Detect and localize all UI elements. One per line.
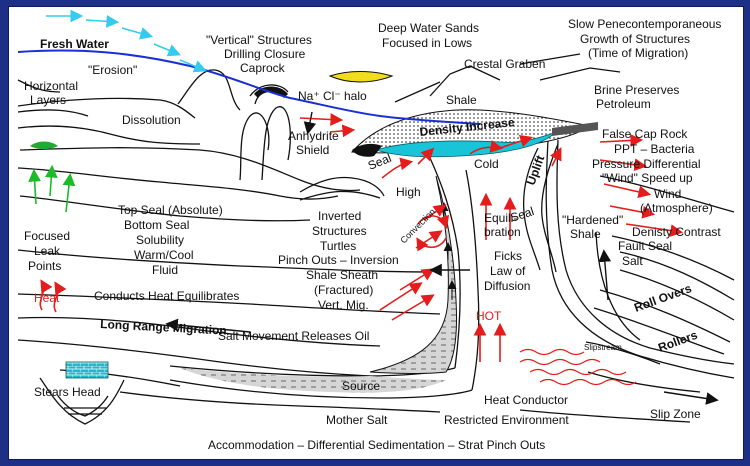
label-long-range: Long Range Migration	[100, 317, 227, 338]
label-wind-speed: "Wind" Speed up	[602, 171, 693, 185]
label-inverted-2: Structures	[312, 224, 367, 238]
label-slipstream: Slipstream	[584, 343, 622, 352]
label-ppt: PPT – Bacteria	[614, 142, 695, 156]
black-arrows	[165, 111, 719, 405]
convection-loop	[416, 214, 450, 252]
anhydrite-shield	[352, 143, 382, 157]
label-hardened-2: Shale	[570, 227, 601, 241]
slipstream-waves	[519, 348, 637, 386]
label-mother-salt: Mother Salt	[326, 413, 388, 427]
label-ficks-1: Ficks	[494, 249, 522, 263]
deep-water-sand	[328, 71, 394, 83]
label-inverted-1: Inverted	[318, 209, 361, 223]
label-warm-cool: Warm/Cool	[134, 248, 194, 262]
label-nacl-halo: Na⁺ Cl⁻ halo	[298, 89, 367, 103]
label-horizontal-1: Horizontal	[24, 79, 78, 93]
label-solubility: Solubility	[136, 233, 184, 247]
label-brine-2: Petroleum	[596, 97, 651, 111]
label-slow-1: Slow Penecontemporaneous	[568, 17, 721, 31]
label-focused-3: Points	[28, 259, 61, 273]
label-deep-water-2: Focused in Lows	[382, 36, 472, 50]
label-convection: Convection	[398, 207, 437, 246]
geology-linework	[17, 53, 735, 425]
label-wind-2: (Atmosphere)	[640, 201, 713, 215]
label-fault-seal-2: Salt	[622, 254, 643, 268]
label-equilibration-2: bration	[484, 225, 521, 239]
label-high: High	[396, 185, 421, 199]
mother-salt-fill	[180, 368, 446, 393]
label-wind-1: Wind	[654, 187, 681, 201]
label-shale-sheath-2: (Fractured)	[314, 283, 373, 297]
label-ficks-2: Law of	[490, 264, 526, 278]
label-shale-sheath-3: Vert. Mig.	[318, 298, 369, 312]
fresh-water-arrows	[46, 9, 207, 73]
label-pressure: Pressure Differential	[592, 157, 701, 171]
label-anhydrite-1: Anhydrite	[288, 129, 339, 143]
label-horizontal-2: Layers	[30, 93, 66, 107]
label-hot: HOT	[476, 309, 502, 323]
label-roll-overs: Roll Overs	[632, 281, 693, 315]
label-dissolution: Dissolution	[122, 113, 181, 127]
label-vertical-3: Caprock	[240, 61, 286, 75]
label-pinch-outs: Pinch Outs – Inversion	[278, 253, 399, 267]
label-hardened-1: "Hardened"	[562, 213, 623, 227]
label-shale-sheath-1: Shale Sheath	[306, 268, 378, 282]
label-ficks-3: Diffusion	[484, 279, 530, 293]
label-anhydrite-2: Shield	[296, 143, 329, 157]
label-brine-1: Brine Preserves	[594, 83, 679, 97]
label-slow-3: (Time of Migration)	[588, 46, 688, 60]
label-inverted-3: Turtles	[320, 239, 356, 253]
label-heat: Heat	[34, 291, 60, 305]
label-density-contrast: Denisty Contrast	[632, 225, 721, 239]
label-source: Source	[342, 379, 380, 393]
label-accommodation: Accommodation – Differential Sedimentati…	[208, 438, 545, 452]
label-equilibration-1: Equili-	[484, 211, 517, 225]
label-stears-head: Stears Head	[34, 385, 101, 399]
label-vertical-1: "Vertical" Structures	[206, 33, 312, 47]
label-focused-2: Leak	[34, 244, 61, 258]
stears-head-brick	[65, 361, 109, 379]
label-shale-top: Shale	[446, 93, 477, 107]
label-fault-seal-1: Fault Seal	[618, 239, 672, 253]
green-leak-arrows	[28, 164, 76, 213]
labels: Fresh Water "Erosion" Horizontal Layers …	[24, 17, 721, 452]
label-heat-conductor: Heat Conductor	[484, 393, 568, 407]
label-slip-zone: Slip Zone	[650, 407, 701, 421]
label-conducts-heat: Conducts Heat Equilibrates	[94, 289, 239, 303]
label-slow-2: Growth of Structures	[580, 32, 690, 46]
label-bottom-seal: Bottom Seal	[124, 218, 189, 232]
false-cap-rock	[552, 122, 598, 136]
fresh-water-line	[17, 49, 481, 125]
label-restricted: Restricted Environment	[444, 413, 569, 427]
label-focused-1: Focused	[24, 229, 70, 243]
label-crestal-graben: Crestal Graben	[464, 57, 545, 71]
label-salt-movement: Salt Movement Releases Oil	[218, 329, 369, 343]
label-cold: Cold	[474, 157, 499, 171]
red-migration-arrows	[39, 113, 684, 362]
label-vertical-2: Drilling Closure	[224, 47, 306, 61]
green-leak-patch	[30, 141, 58, 149]
label-top-seal: Top Seal (Absolute)	[118, 203, 223, 217]
label-fluid: Fluid	[152, 263, 178, 277]
label-erosion: "Erosion"	[88, 63, 137, 77]
label-uplift: Uplift	[524, 153, 548, 187]
label-deep-water-1: Deep Water Sands	[378, 21, 479, 35]
shale-sheath-fill	[369, 175, 457, 374]
label-fresh-water: Fresh Water	[40, 37, 109, 51]
label-false-cap: False Cap Rock	[602, 127, 688, 141]
